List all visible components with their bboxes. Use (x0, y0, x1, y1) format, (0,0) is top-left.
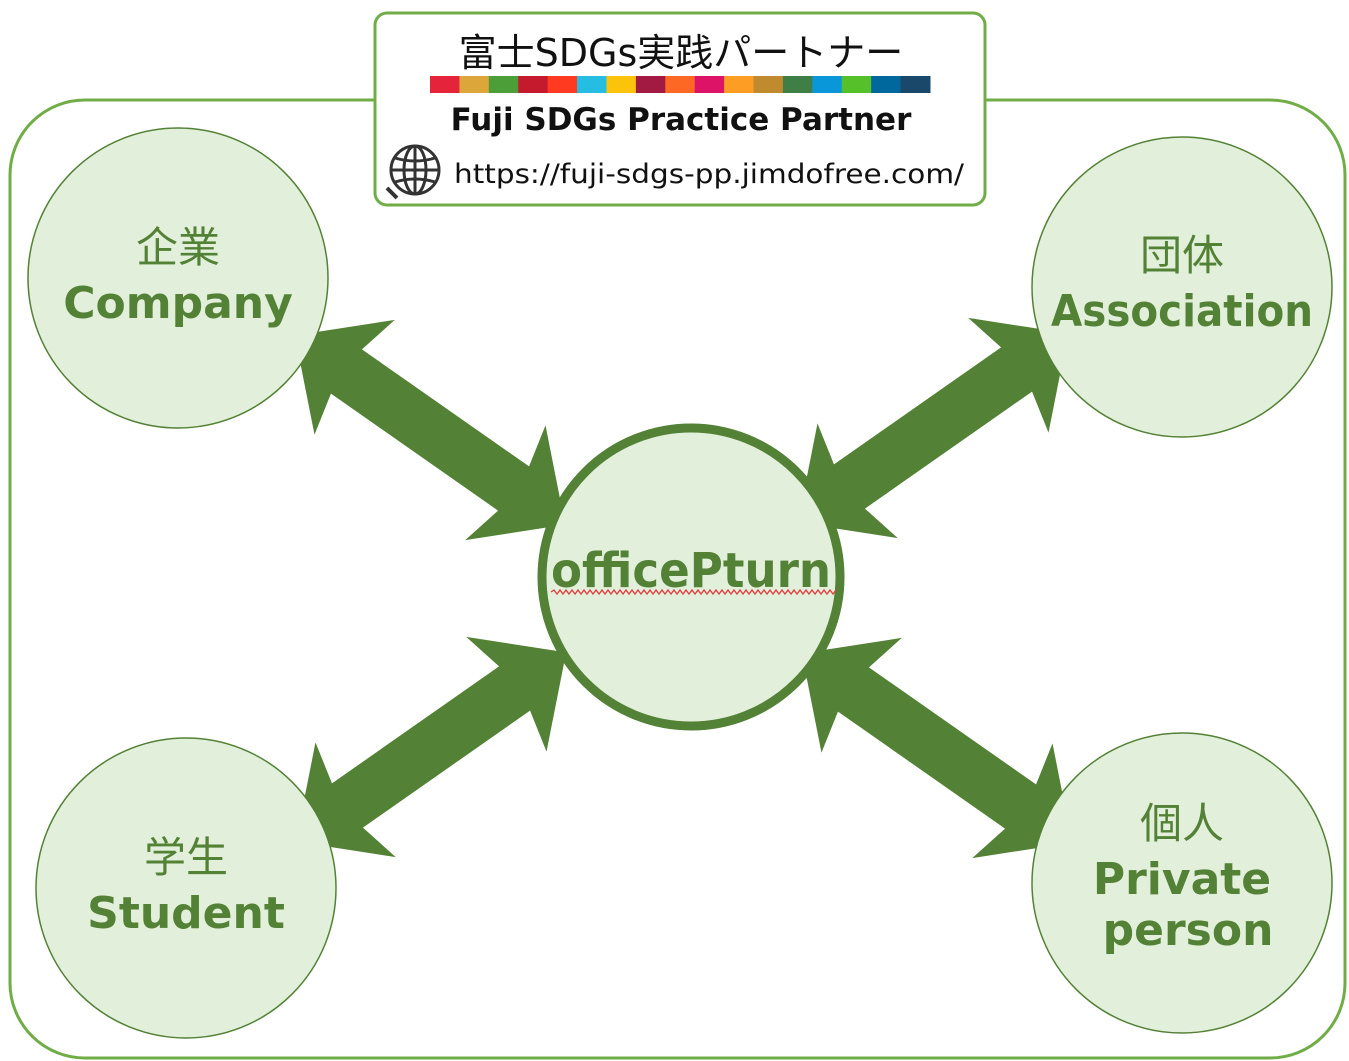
color-bar-segment (812, 76, 843, 93)
node-private-en-line2: person (1103, 905, 1274, 956)
spellcheck-underline (550, 588, 837, 596)
node-student-en: Student (87, 888, 285, 939)
color-bar-segment (488, 76, 519, 93)
color-bar-segment (665, 76, 696, 93)
color-bar-segment (577, 76, 607, 93)
color-bar-segment (841, 76, 872, 93)
color-bar-segment (753, 76, 784, 93)
color-bar-segment (871, 76, 902, 93)
node-private-en-line1: Private (1093, 854, 1271, 905)
node-association-en: Association (1051, 286, 1313, 337)
node-association: 団体 Association (1031, 136, 1333, 438)
color-bar-segment (547, 76, 578, 93)
header-url[interactable]: https://fuji-sdgs-pp.jimdofree.com/ (454, 159, 965, 190)
node-association-jp: 団体 (1140, 231, 1224, 280)
node-private-jp: 個人 (1140, 799, 1224, 848)
node-company-jp: 企業 (136, 223, 220, 272)
color-bar-segment (694, 76, 725, 93)
color-bar-segment (635, 76, 666, 93)
center-label: officePturn (551, 543, 831, 599)
node-private: 個人 Private person (1031, 732, 1333, 1034)
header-title-en: Fuji SDGs Practice Partner (451, 102, 912, 138)
color-bar-segment (518, 76, 549, 93)
color-bar-segment (782, 76, 813, 93)
color-bar-segment (900, 76, 931, 93)
node-company-en: Company (63, 278, 293, 329)
node-student: 学生 Student (35, 737, 337, 1039)
color-bar-segment (459, 76, 490, 93)
color-bar-segment (724, 76, 755, 93)
header-card: 富士SDGs実践パートナー Fuji SDGs Practice Partner… (373, 11, 987, 207)
color-bar-segment (606, 76, 637, 93)
sdgs-color-bar (430, 76, 931, 93)
header-title-jp: 富士SDGs実践パートナー (459, 31, 904, 75)
globe-icon (385, 144, 441, 200)
node-company: 企業 Company (27, 127, 329, 429)
node-center: officePturn (537, 423, 845, 731)
node-student-jp: 学生 (144, 833, 228, 882)
color-bar-segment (430, 76, 460, 93)
